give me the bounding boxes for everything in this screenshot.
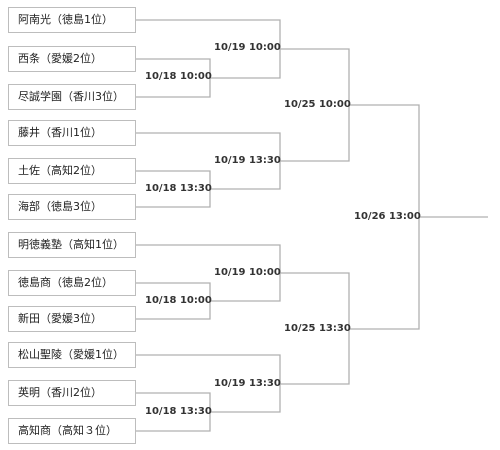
team-box: 新田（愛媛3位） xyxy=(8,306,136,332)
team-box: 土佐（高知2位） xyxy=(8,158,136,184)
first-round-time: 10/18 10:00 xyxy=(145,71,212,82)
team-box: 海部（徳島3位） xyxy=(8,194,136,220)
semifinal-time: 10/25 10:00 xyxy=(284,99,351,110)
semifinal-time: 10/25 13:30 xyxy=(284,323,351,334)
team-box: 西条（愛媛2位） xyxy=(8,46,136,72)
first-round-time: 10/18 10:00 xyxy=(145,295,212,306)
team-box: 徳島商（徳島2位） xyxy=(8,270,136,296)
team-box: 明徳義塾（高知1位） xyxy=(8,232,136,258)
team-box: 松山聖陵（愛媛1位） xyxy=(8,342,136,368)
team-box: 英明（香川2位） xyxy=(8,380,136,406)
team-box: 尽誠学園（香川3位） xyxy=(8,84,136,110)
team-box: 藤井（香川1位） xyxy=(8,120,136,146)
first-round-time: 10/18 13:30 xyxy=(145,406,212,417)
second-round-time: 10/19 13:30 xyxy=(214,378,281,389)
team-box: 高知商（高知３位） xyxy=(8,418,136,444)
first-round-time: 10/18 13:30 xyxy=(145,183,212,194)
second-round-time: 10/19 10:00 xyxy=(214,42,281,53)
team-box: 阿南光（徳島1位） xyxy=(8,7,136,33)
second-round-time: 10/19 13:30 xyxy=(214,155,281,166)
second-round-time: 10/19 10:00 xyxy=(214,267,281,278)
final-time: 10/26 13:00 xyxy=(354,211,421,222)
